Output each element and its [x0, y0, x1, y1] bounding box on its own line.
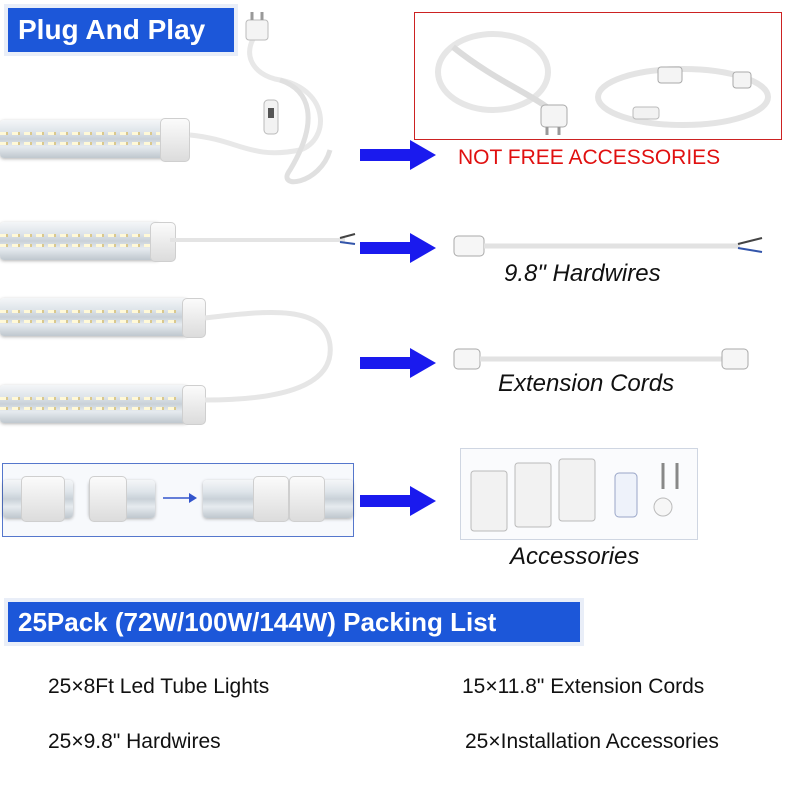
mounting-clips-image	[470, 458, 679, 532]
packing-item: 25×Installation Accessories	[465, 730, 719, 753]
hardwire-illustration	[170, 233, 356, 245]
arrow-icon	[360, 348, 436, 378]
packing-list-title: 25Pack (72W/100W/144W) Packing List	[18, 607, 497, 637]
led-tube-upper	[0, 298, 188, 336]
banner-title: Plug And Play	[18, 14, 206, 45]
plug-and-play-banner: Plug And Play	[8, 8, 234, 52]
hardwire-image	[453, 235, 763, 257]
tube-endcap	[160, 118, 190, 162]
tube-endcap	[150, 222, 176, 262]
extension-cord-image	[453, 348, 749, 370]
arrow-icon	[360, 140, 436, 170]
power-cord-image	[435, 31, 771, 135]
packing-item: 25×9.8" Hardwires	[48, 730, 221, 753]
extension-cord-loop	[204, 309, 333, 403]
not-free-accessories-label: NOT FREE ACCESSORIES	[458, 146, 721, 169]
tube-endcap	[182, 385, 206, 425]
led-tube-lower	[0, 385, 188, 423]
led-tube-hardwire	[0, 222, 160, 260]
packing-item: 15×11.8" Extension Cords	[462, 675, 705, 698]
packing-item: 25×8Ft Led Tube Lights	[48, 675, 270, 698]
accessories-caption: Accessories	[510, 543, 640, 570]
direction-arrow-icon	[163, 493, 197, 503]
not-free-accessories-box	[414, 12, 782, 140]
led-tube-plug	[0, 120, 170, 158]
packing-list-banner: 25Pack (72W/100W/144W) Packing List	[8, 602, 580, 642]
extension-cords-caption: Extension Cords	[498, 370, 675, 397]
hardwires-caption: 9.8" Hardwires	[504, 260, 661, 287]
arrow-icon	[360, 233, 436, 263]
arrow-icon	[360, 486, 436, 516]
tube-endcap	[182, 298, 206, 338]
connection-detail-panel	[2, 463, 354, 537]
plug-cord-illustration	[189, 12, 333, 185]
accessories-panel	[460, 448, 698, 540]
